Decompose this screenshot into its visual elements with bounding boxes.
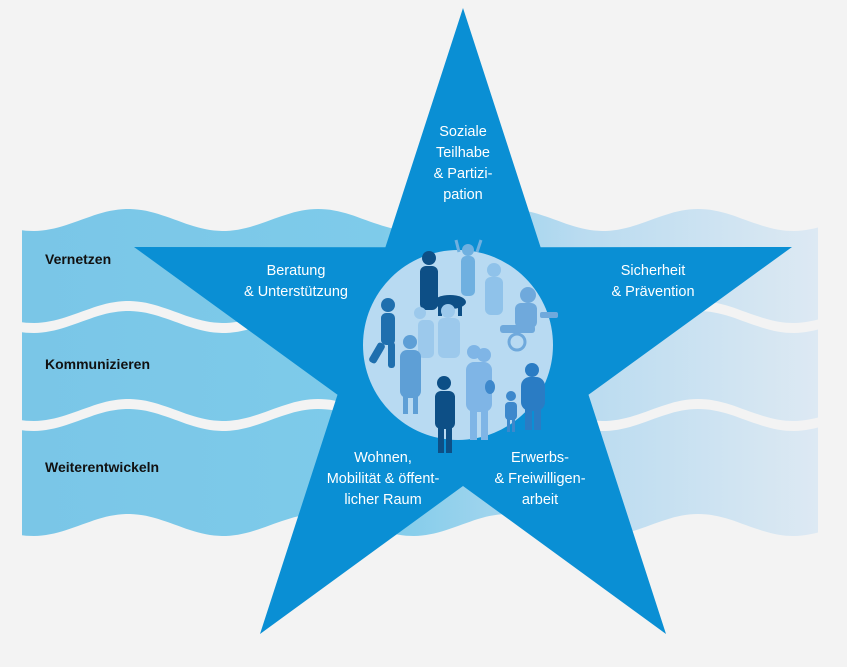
star-label-sicherheit: Sicherheit & Prävention <box>611 263 695 300</box>
child-arms-up-silhouette <box>454 239 483 296</box>
man-with-cane-silhouette <box>435 376 455 453</box>
wave-label-kommunizieren: Kommunizieren <box>45 356 151 372</box>
star-label-beratung: Beratung & Unterstützung <box>244 263 348 300</box>
bench-sitter-silhouette <box>500 287 558 352</box>
wheelchair-silhouette <box>414 304 460 358</box>
elderly-man-with-dog-silhouette <box>420 251 466 316</box>
star-label-soziale-teilhabe: Soziale Teilhabe & Partizi- pation <box>433 124 493 203</box>
older-woman-silhouette <box>400 335 421 414</box>
star-label-wohnen: Wohnen, Mobilität & öffent- licher Raum <box>326 450 440 508</box>
wave-label-weiterentwickeln: Weiterentwickeln <box>45 459 160 475</box>
runner-silhouette <box>369 298 395 368</box>
balloon-child-silhouette <box>485 380 517 432</box>
large-man-silhouette <box>521 363 545 430</box>
woman-silhouette <box>485 263 503 315</box>
wave-label-vernetzen: Vernetzen <box>45 251 112 267</box>
people-silhouettes <box>369 239 558 453</box>
couple-silhouette <box>466 345 492 440</box>
star-label-erwerbsarbeit: Erwerbs- & Freiwilligen- arbeit <box>494 450 586 508</box>
